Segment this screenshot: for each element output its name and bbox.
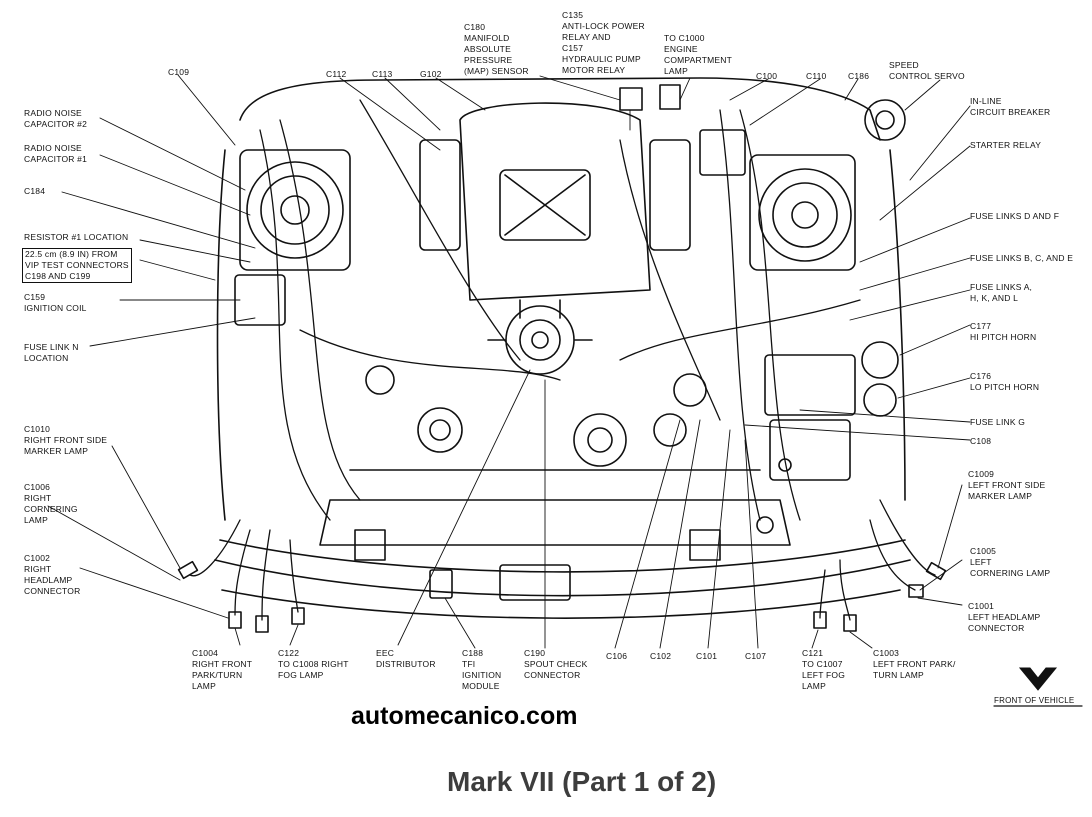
- label-c106: C106: [606, 651, 628, 661]
- label-c108: C108: [970, 436, 992, 446]
- label-c109: C109: [168, 67, 190, 77]
- label-c186: C186: [848, 71, 870, 81]
- label-fuse-links-b-c-e: FUSE LINKS B, C, AND E: [970, 253, 1074, 263]
- label-c101: C101: [696, 651, 718, 661]
- label-front-of-vehicle: FRONT OF VEHICLE: [994, 696, 1075, 705]
- label-c107: C107: [745, 651, 767, 661]
- label-c100: C100: [756, 71, 778, 81]
- label-c102: C102: [650, 651, 672, 661]
- label-g102: G102: [420, 69, 442, 79]
- diagram-caption: Mark VII (Part 1 of 2): [447, 766, 717, 797]
- label-c184: C184: [24, 186, 46, 196]
- label-resistor-1-location: RESISTOR #1 LOCATION: [24, 232, 129, 242]
- label-c110: C110: [806, 71, 827, 81]
- label-fuse-links-d-f: FUSE LINKS D AND F: [970, 211, 1060, 221]
- label-c113: C113: [372, 69, 393, 79]
- label-starter-relay: STARTER RELAY: [970, 140, 1042, 150]
- label-c112: C112: [326, 69, 347, 79]
- down-arrow-icon: [1018, 667, 1058, 691]
- label-fuse-links-a-h-k-l: FUSE LINKS A,H, K, AND L: [970, 282, 1033, 303]
- site-watermark: automecanico.com: [351, 702, 578, 730]
- label-fuse-link-g: FUSE LINK G: [970, 417, 1026, 427]
